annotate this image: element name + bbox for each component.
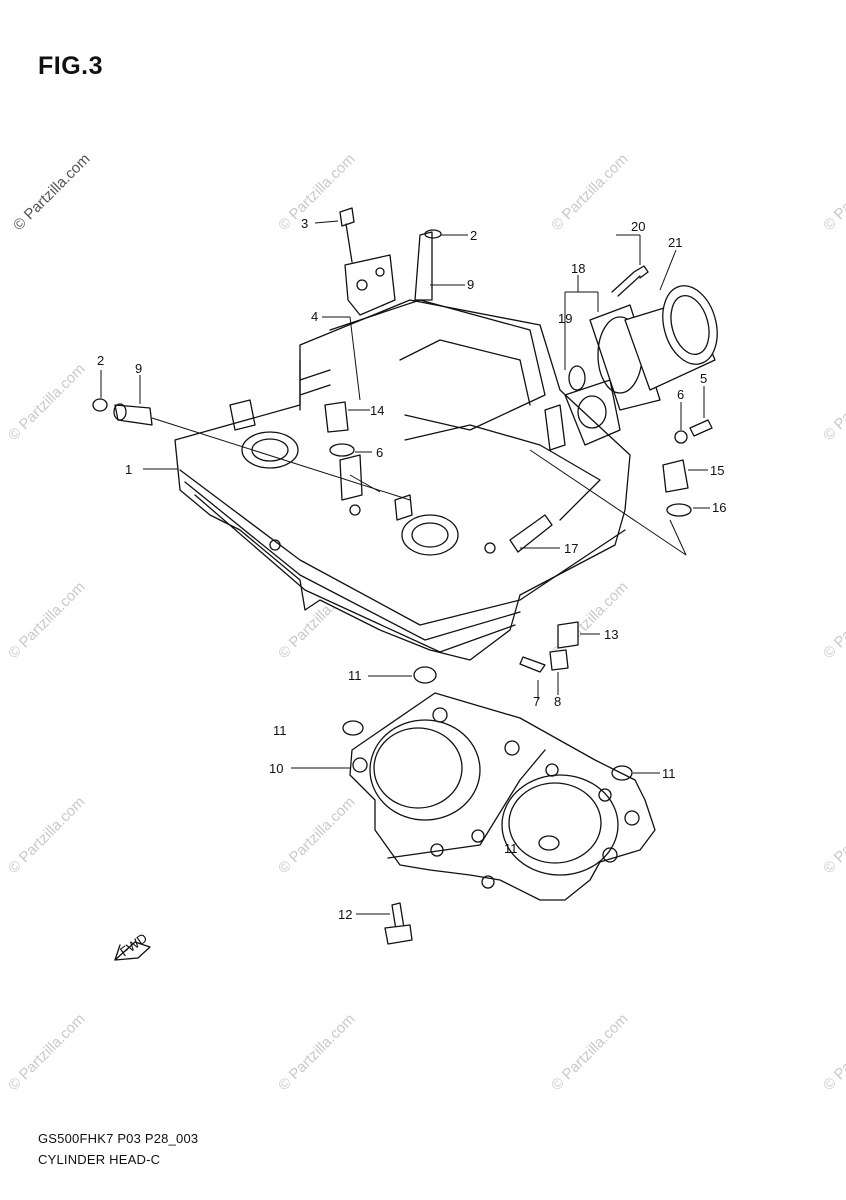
callout-11: 11 (348, 668, 362, 683)
cylinder-head (174, 254, 631, 661)
callout-19: 19 (558, 311, 572, 326)
fwd-arrow-icon: FWD (114, 930, 151, 961)
callout-4: 4 (311, 309, 318, 324)
callout-5: 5 (700, 371, 707, 386)
callout-2: 2 (470, 228, 477, 243)
callout-1: 1 (125, 462, 132, 477)
callout-9: 9 (135, 361, 142, 376)
callout-11: 11 (504, 841, 518, 856)
callout-6: 6 (677, 387, 684, 402)
model-code: GS500FHK7 P03 P28_003 (38, 1131, 199, 1146)
callout-13: 13 (604, 627, 618, 642)
callout-21: 21 (668, 235, 682, 250)
callout-10: 10 (269, 761, 283, 776)
callout-11: 11 (662, 766, 676, 781)
callout-20: 20 (631, 219, 645, 234)
callout-18: 18 (571, 261, 585, 276)
callout-14: 14 (370, 403, 384, 418)
callout-9: 9 (467, 277, 474, 292)
callout-3: 3 (301, 216, 308, 231)
callout-7: 7 (533, 694, 540, 709)
callout-16: 16 (712, 500, 726, 515)
callout-17: 17 (564, 541, 578, 556)
callout-12: 12 (338, 907, 352, 922)
head-gasket (349, 692, 656, 901)
small-parts (92, 207, 713, 945)
callout-11: 11 (273, 723, 287, 738)
section-name: CYLINDER HEAD-C (38, 1152, 161, 1167)
figure-title: FIG.3 (38, 52, 104, 80)
callout-2: 2 (97, 353, 104, 368)
callout-15: 15 (710, 463, 724, 478)
callout-labels: 1 2 2 3 4 5 6 6 7 8 9 9 10 11 11 11 11 1… (97, 216, 726, 922)
callout-8: 8 (554, 694, 561, 709)
leader-lines (100, 220, 710, 915)
intake-pipe-assembly (568, 265, 718, 411)
callout-6: 6 (376, 445, 383, 460)
